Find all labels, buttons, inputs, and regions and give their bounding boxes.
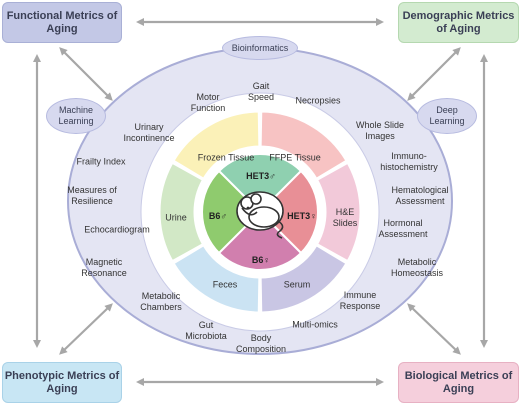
phenotypic-metrics-label: Phenotypic Metrics of Aging: [4, 369, 120, 395]
gut-microbiota-label: Gut Microbiota: [185, 320, 227, 341]
b6-female-label: B6♀: [251, 255, 271, 265]
serum-label: Serum: [283, 279, 311, 290]
metabolic-homeostasis-label: Metabolic Homeostasis: [390, 257, 444, 278]
ffpe-tissue-label: FFPE Tissue: [269, 152, 321, 163]
metabolic-chambers-label: Metabolic Chambers: [140, 291, 182, 312]
immunohistochemistry-label: Immuno- histochemistry: [380, 151, 438, 172]
bioinformatics-bubble: Bioinformatics: [222, 36, 298, 60]
mouse-icon: [236, 191, 284, 239]
feces-label: Feces: [212, 279, 238, 290]
b6-female-wedge: [217, 210, 303, 271]
b6-male-label: B6♂: [208, 211, 228, 221]
arrow-diag-tl: [59, 47, 113, 101]
measures-of-resilience-label: Measures of Resilience: [67, 185, 117, 206]
het3-male-label: HET3♂: [246, 171, 276, 181]
serum-segment: [260, 245, 347, 313]
machine-learning-label: Machine Learning: [58, 105, 94, 126]
ffpe-tissue-segment: [260, 111, 347, 179]
arrow-diag-br: [407, 303, 461, 355]
motor-function-label: Motor Function: [190, 92, 226, 113]
deep-learning-label: Deep Learning: [429, 105, 465, 126]
urinary-incontinence-label: Urinary Incontinence: [123, 122, 175, 143]
deep-learning-bubble: Deep Learning: [417, 98, 477, 134]
frozen-tissue-segment: [173, 111, 260, 179]
body-composition-label: Body Composition: [235, 333, 287, 354]
gait-speed-label: Gait Speed: [247, 81, 275, 102]
frailty-index-label: Frailty Index: [76, 156, 126, 167]
echocardiogram-label: Echocardiogram: [84, 224, 150, 235]
het3-female-wedge: [258, 169, 319, 255]
frozen-tissue-label: Frozen Tissue: [197, 152, 255, 163]
biological-metrics-box: Biological Metrics of Aging: [398, 362, 519, 403]
whole-slide-images-label: Whole Slide Images: [355, 120, 405, 141]
he-slides-label: H&E Slides: [332, 207, 358, 228]
arrow-diag-tr: [407, 47, 461, 101]
hormonal-assessment-label: Hormonal Assessment: [378, 218, 428, 239]
he-slides-segment: [317, 162, 361, 262]
magnetic-resonance-label: Magnetic Resonance: [81, 257, 127, 278]
phenotypic-metrics-box: Phenotypic Metrics of Aging: [2, 362, 122, 403]
multi-omics-label: Multi-omics: [292, 319, 338, 330]
functional-metrics-label: Functional Metrics of Aging: [6, 9, 118, 35]
demographic-metrics-label: Demographic Metrics of Aging: [402, 9, 515, 35]
feces-segment: [173, 245, 260, 313]
het3-female-label: HET3♀: [287, 211, 317, 221]
hematological-assessment-label: Hematological Assessment: [391, 185, 449, 206]
arrow-diag-bl: [59, 303, 113, 355]
biological-metrics-label: Biological Metrics of Aging: [404, 369, 513, 395]
het3-male-wedge: [217, 153, 303, 214]
b6-male-wedge: [201, 169, 262, 255]
demographic-metrics-box: Demographic Metrics of Aging: [398, 2, 519, 43]
urine-label: Urine: [165, 212, 187, 223]
bioinformatics-label: Bioinformatics: [231, 42, 289, 53]
immune-response-label: Immune Response: [339, 290, 381, 311]
necropsies-label: Necropsies: [295, 95, 341, 106]
machine-learning-bubble: Machine Learning: [46, 98, 106, 134]
functional-metrics-box: Functional Metrics of Aging: [2, 2, 122, 43]
urine-segment: [159, 162, 203, 262]
